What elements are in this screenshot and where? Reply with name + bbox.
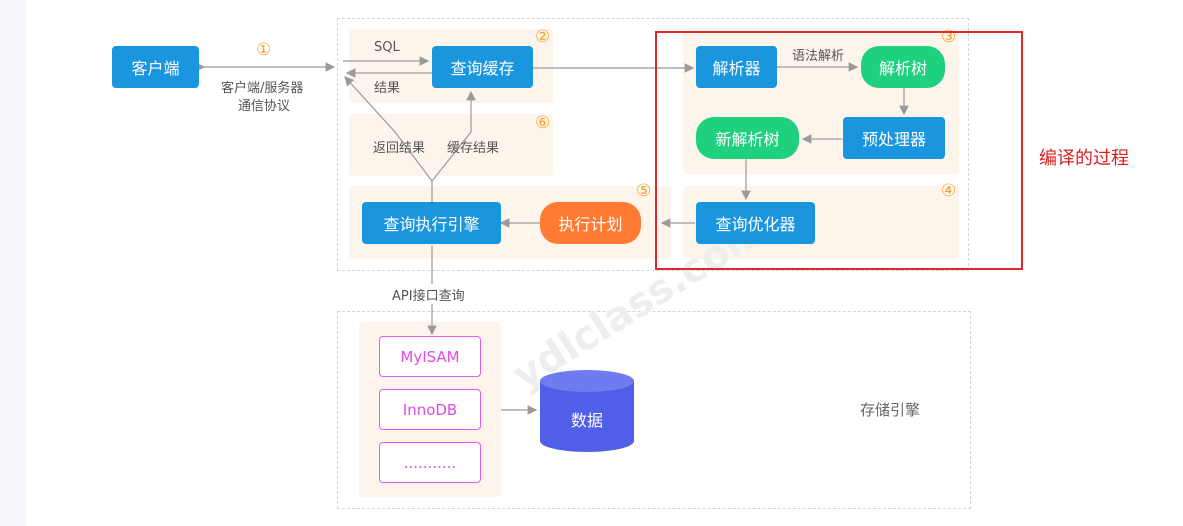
step-1: ① <box>256 40 272 60</box>
protocol-label-line1: 客户端/服务器 <box>221 81 304 96</box>
step-6: ⑥ <box>535 113 551 133</box>
exec-plan-node: 执行计划 <box>540 202 641 244</box>
protocol-label-line2: 通信协议 <box>238 99 291 114</box>
sql-label: SQL <box>374 40 400 55</box>
compile-process-label: 编译的过程 <box>1039 148 1129 169</box>
preprocessor-node: 预处理器 <box>843 117 945 159</box>
engine-more: ........... <box>379 442 481 483</box>
engine-myisam: MyISAM <box>379 336 481 377</box>
new-parse-tree-node: 新解析树 <box>696 117 799 159</box>
cache-result-arrow <box>431 90 476 182</box>
data-node-label: 数据 <box>570 411 603 430</box>
client-node: 客户端 <box>112 46 199 88</box>
parse-tree-node: 解析树 <box>861 46 945 88</box>
return-result-label: 返回结果 <box>373 141 426 156</box>
syntax-parse-label: 语法解析 <box>792 49 845 64</box>
query-cache-node: 查询缓存 <box>432 46 533 88</box>
parser-node: 解析器 <box>696 46 777 88</box>
cache-result-label: 缓存结果 <box>447 141 500 156</box>
storage-engine-label: 存储引擎 <box>860 401 921 419</box>
cache-result-area <box>349 114 553 176</box>
exec-engine-node: 查询执行引擎 <box>362 202 501 244</box>
server-region <box>337 18 969 271</box>
step-2: ② <box>535 27 551 47</box>
storage-region <box>337 311 971 509</box>
data-cylinder <box>540 370 634 452</box>
left-margin-strip <box>0 0 26 526</box>
optimizer-node: 查询优化器 <box>696 202 815 244</box>
result-label: 结果 <box>374 81 401 96</box>
api-query-label: API接口查询 <box>392 289 465 304</box>
engine-innodb: InnoDB <box>379 389 481 430</box>
step-5: ⑤ <box>636 181 652 201</box>
return-result-arrow <box>344 76 433 182</box>
compile-highlight-box <box>655 31 1023 270</box>
step-4: ④ <box>941 181 957 201</box>
